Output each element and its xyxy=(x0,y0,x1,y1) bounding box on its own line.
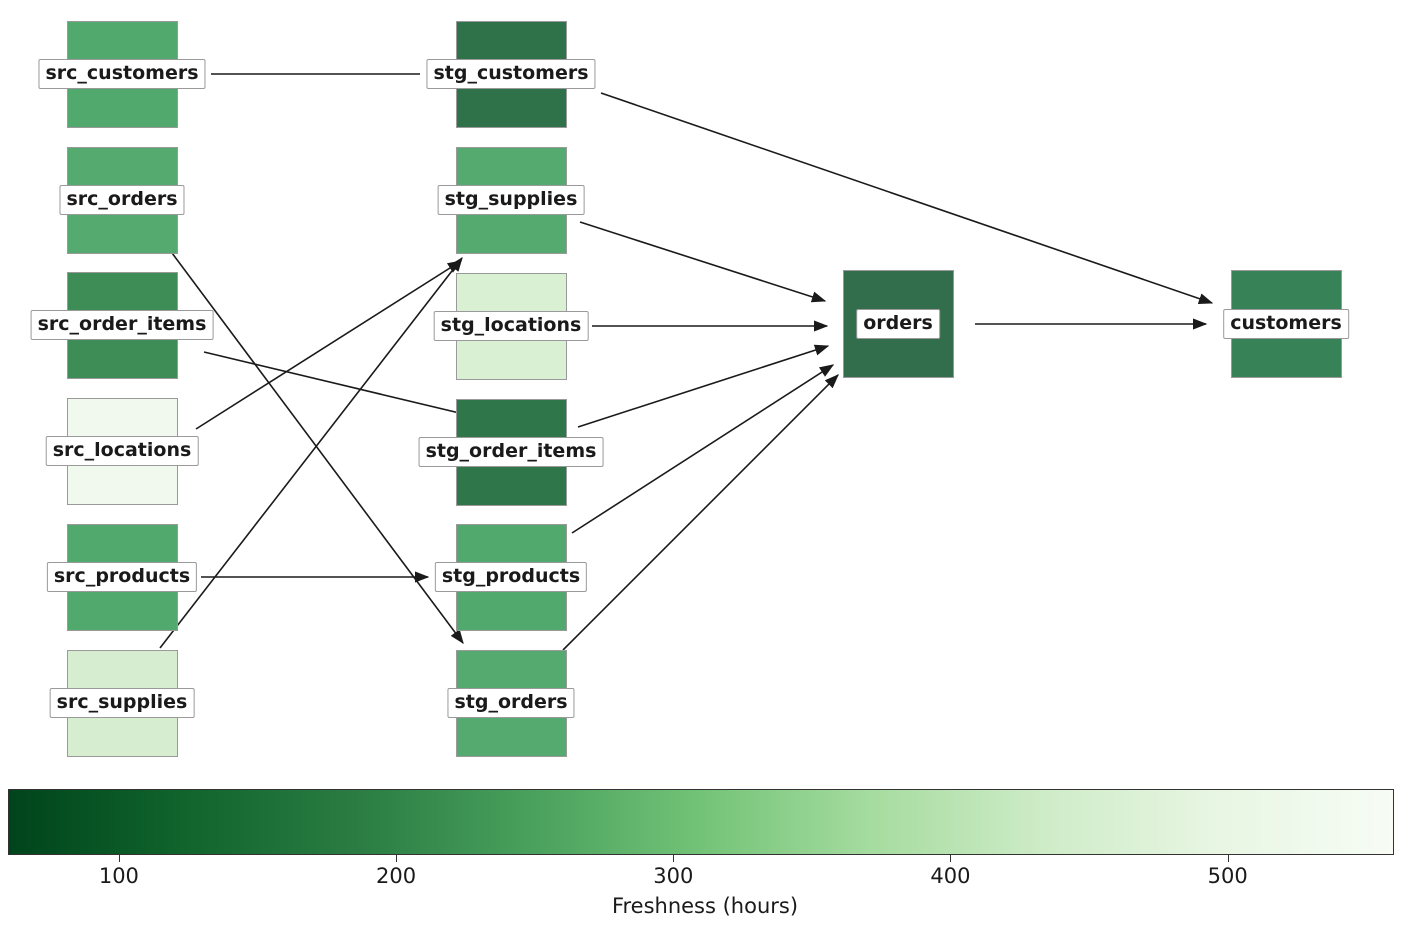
colorbar[interactable]: 100 200 300 400 500 xyxy=(8,789,1394,888)
edge-stg_orders-orders xyxy=(562,374,839,651)
colorbar-tick xyxy=(950,855,952,862)
node-label-stg_supplies: stg_supplies xyxy=(437,185,585,215)
node-label-src_supplies: src_supplies xyxy=(49,688,195,718)
edge-stg_order_items-orders xyxy=(577,344,830,428)
node-label-src_order_items: src_order_items xyxy=(30,310,214,340)
node-label-stg_orders: stg_orders xyxy=(447,688,575,718)
node-label-customers: customers xyxy=(1223,309,1349,339)
node-label-src_products: src_products xyxy=(46,562,198,592)
node-label-orders: orders xyxy=(856,309,940,339)
colorbar-gradient xyxy=(8,789,1394,855)
node-label-src_orders: src_orders xyxy=(59,185,185,215)
colorbar-tick-label: 500 xyxy=(1207,864,1248,888)
edge-src_locations-stg_locations xyxy=(195,260,463,430)
colorbar-tick xyxy=(673,855,675,862)
colorbar-tick-label: 400 xyxy=(930,864,971,888)
node-label-src_locations: src_locations xyxy=(45,436,199,466)
edge-stg_products-orders xyxy=(571,364,835,534)
colorbar-tick xyxy=(396,855,398,862)
node-label-stg_customers: stg_customers xyxy=(426,59,596,89)
colorbar-tick-label: 200 xyxy=(376,864,417,888)
colorbar-tick xyxy=(118,855,120,862)
node-label-stg_products: stg_products xyxy=(434,562,588,592)
edge-stg_supplies-orders xyxy=(579,221,827,303)
colorbar-tick xyxy=(1227,855,1229,862)
colorbar-tick-label: 100 xyxy=(98,864,139,888)
node-label-stg_locations: stg_locations xyxy=(433,311,589,341)
colorbar-tick-label: 300 xyxy=(653,864,694,888)
node-label-stg_order_items: stg_order_items xyxy=(418,437,604,467)
colorbar-title: Freshness (hours) xyxy=(611,894,799,918)
node-label-src_customers: src_customers xyxy=(38,59,206,89)
